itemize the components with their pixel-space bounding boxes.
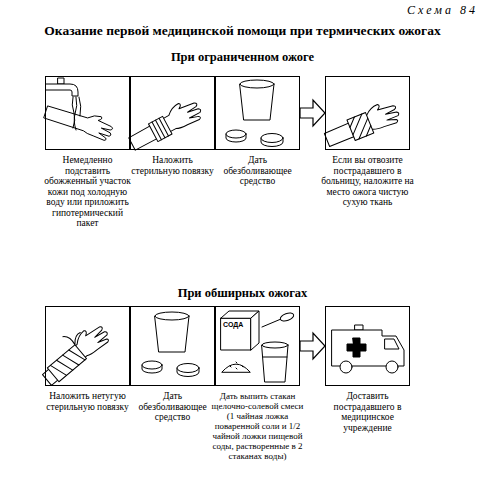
arm-drawing xyxy=(43,100,115,142)
caption-block: Если вы отвозите пострадавшего в больниц… xyxy=(315,155,421,208)
spoon-bowl xyxy=(279,311,295,322)
caption-block: Немедленно подставить обожженный участок… xyxy=(43,155,133,229)
bandage-lines xyxy=(41,326,95,379)
cup-drawing xyxy=(155,316,189,352)
painkiller-illustration xyxy=(142,312,199,377)
arm-drawing xyxy=(125,96,204,153)
ambulance-body xyxy=(332,330,404,366)
step-caption: Немедленно подставить обожженный участок… xyxy=(43,155,133,229)
red-cross xyxy=(347,338,366,357)
caption-block: Дать обезболивающее средство xyxy=(215,155,301,187)
cup-rim xyxy=(240,80,274,88)
step-caption: Дать выпить стакан щелочно-солевой смеси… xyxy=(210,391,306,461)
ambulance-window xyxy=(385,339,399,349)
water-stream xyxy=(72,97,81,130)
caption-block: Наложить стерильную повязку xyxy=(130,155,216,176)
salt-grains xyxy=(230,362,243,369)
glass-drawing xyxy=(262,345,288,382)
step-caption: Дать обезболивающее средство xyxy=(130,391,216,423)
package-label: СОДА xyxy=(223,321,243,328)
cup-rim xyxy=(155,312,189,320)
soda-illustration xyxy=(221,311,295,382)
tap-drawing xyxy=(46,84,78,96)
bandage-lines xyxy=(152,118,168,139)
step-caption: Наложить нетугую стерильную повязку xyxy=(44,391,132,412)
wheel xyxy=(340,361,352,373)
step-box: Дать выпить стакан щелочно-солевой смеси… xyxy=(215,306,300,386)
step-caption: Если вы отвозите пострадавшего в больниц… xyxy=(315,155,421,208)
step-box: Дать обезболивающее средство xyxy=(215,76,300,150)
step-box: Наложить стерильную повязку xyxy=(130,76,215,150)
spoon-handle xyxy=(262,319,281,327)
section-heading: При обширных ожогах xyxy=(0,286,485,301)
pill-drawing xyxy=(261,134,283,143)
step-caption: Дать обезболивающее средство xyxy=(215,155,301,187)
caption-block: Дать выпить стакан щелочно-солевой смеси… xyxy=(210,391,306,461)
step-box: Если вы отвозите пострадавшего в больниц… xyxy=(325,76,410,150)
figure-number: Схема 84 xyxy=(0,3,478,18)
block-arrow xyxy=(300,100,325,126)
painkiller-illustration xyxy=(226,80,283,147)
wheel xyxy=(386,361,398,373)
soda-box xyxy=(221,318,251,350)
cloth-hatching xyxy=(347,113,374,141)
step-box: Наложить нетугую стерильную повязку xyxy=(45,306,130,386)
cloth-illustration xyxy=(322,98,402,150)
soda-box-side xyxy=(251,311,259,350)
step-caption: Наложить стерильную повязку xyxy=(130,155,216,176)
tap-illustration xyxy=(43,78,115,142)
pill-drawing xyxy=(226,130,246,138)
ambulance-illustration xyxy=(332,325,404,373)
bandage-illustration xyxy=(125,96,204,153)
caption-block: Наложить нетугую стерильную повязку xyxy=(44,391,132,412)
ambulance-light xyxy=(355,325,363,330)
arm-drawing xyxy=(38,320,112,388)
glass-rim xyxy=(262,342,288,348)
bandage-drawing xyxy=(148,116,172,141)
caption-block: Доставить пострадавшего в медицинское уч… xyxy=(318,391,418,433)
diagram-title: Оказание первой медицинской помощи при т… xyxy=(0,23,485,39)
cup-drawing xyxy=(240,84,274,120)
caption-block: Дать обезболивающее средство xyxy=(130,391,216,423)
section-heading: При ограниченном ожоге xyxy=(0,50,485,65)
block-arrow xyxy=(300,333,325,359)
step-box: Немедленно подставить обожженный участок… xyxy=(45,76,130,150)
tap-handle xyxy=(58,78,64,84)
bandage-drawing xyxy=(47,345,86,382)
cloth-drawing xyxy=(347,113,374,141)
step-box: Дать обезболивающее средство xyxy=(130,306,215,386)
arm-drawing xyxy=(322,98,402,149)
pill-drawing xyxy=(177,364,199,373)
step-box: Доставить пострадавшего в медицинское уч… xyxy=(325,306,410,386)
water-level xyxy=(263,357,287,358)
step-caption: Доставить пострадавшего в медицинское уч… xyxy=(318,391,418,433)
pill-drawing xyxy=(142,361,162,369)
